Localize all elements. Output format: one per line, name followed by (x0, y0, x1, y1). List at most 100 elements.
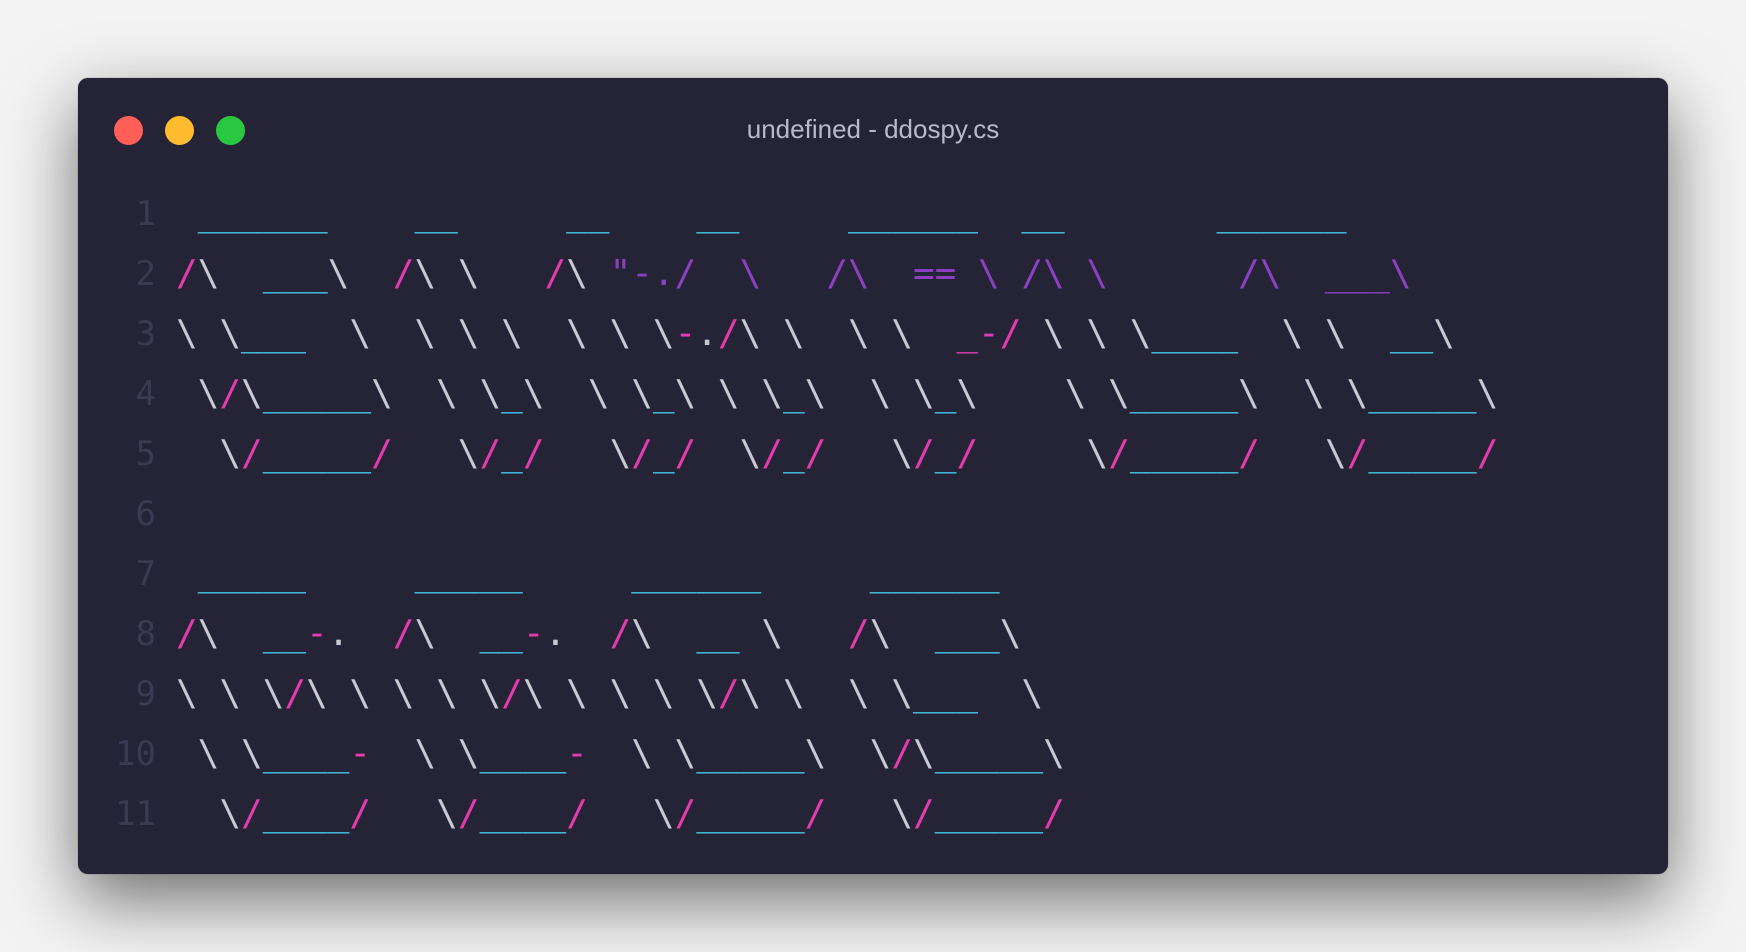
code-token: \ (1259, 433, 1347, 474)
code-token: \ (327, 253, 393, 294)
code-token: \ (414, 613, 480, 654)
code-token: / (349, 793, 372, 834)
close-button[interactable] (114, 116, 143, 145)
code-token: ____ (262, 793, 350, 834)
code-token: _ (782, 373, 805, 414)
code-token: \ \ \ \ \ (306, 673, 502, 714)
line-number: 8 (135, 614, 156, 654)
code-line[interactable]: 5 \/_____/ \/_/ \/_/ \/_/ \/_/ \/_____/ … (78, 424, 1668, 484)
code-token: ____ (479, 793, 567, 834)
code-token (458, 193, 566, 234)
code-token: \ (1433, 313, 1455, 354)
code-token: \ (1043, 733, 1065, 774)
code-token: _____ (1368, 373, 1477, 414)
code-area[interactable]: 1 ______ __ __ __ ______ __ ______2/\ __… (78, 184, 1668, 844)
code-line[interactable]: 10 \ \____- \ \____- \ \_____\ \/\_____\ (78, 724, 1668, 784)
line-number: 11 (115, 794, 156, 834)
code-token: - (522, 613, 545, 654)
maximize-button[interactable] (216, 116, 245, 145)
code-token: __ (1389, 313, 1434, 354)
code-token: ______ (1216, 193, 1347, 234)
code-token: - (674, 313, 697, 354)
code-token: \ (197, 613, 263, 654)
code-token: / (913, 433, 935, 474)
code-token (978, 193, 1021, 234)
code-token: \ (371, 793, 458, 834)
code-token: / (284, 673, 307, 714)
code-token: _ (652, 373, 675, 414)
line-number: 3 (135, 314, 156, 354)
minimize-button[interactable] (165, 116, 194, 145)
code-token: \ \ \ (956, 373, 1130, 414)
code-token: \ (739, 613, 849, 654)
code-token: \ (978, 433, 1109, 474)
code-token: __ (414, 193, 458, 234)
code-line[interactable]: 6 (78, 484, 1668, 544)
code-token: _____ (414, 553, 523, 594)
line-text: /\ ___\ /\ \ /\ "-./ \ /\ == \ /\ \ /\ _… (156, 244, 1412, 304)
code-line[interactable]: 3\ \___ \ \ \ \ \ \ \-./\ \ \ \ _-/ \ \ … (78, 304, 1668, 364)
code-token: \ \ (176, 313, 242, 354)
code-token (761, 553, 869, 594)
code-token: ______ (869, 553, 1000, 594)
code-token: / (566, 793, 588, 834)
code-line[interactable]: 11 \/____/ \/____/ \/_____/ \/_____/ (78, 784, 1668, 844)
code-token: /\ == \ /\ \ (826, 253, 1109, 294)
code-token: ____ (262, 733, 350, 774)
code-token: \ \ \ (1238, 373, 1369, 414)
code-line[interactable]: 4 \/\_____\ \ \_\ \ \_\ \ \_\ \ \_\ \ \_… (78, 364, 1668, 424)
code-token: __ (566, 193, 610, 234)
code-token: - (566, 733, 588, 774)
code-token: ______ (847, 193, 979, 234)
code-token: - (306, 613, 328, 654)
line-text (156, 484, 176, 544)
code-line[interactable]: 9\ \ \/\ \ \ \ \/\ \ \ \ \/\ \ \ \___ \ (78, 664, 1668, 724)
code-token: _____ (1368, 433, 1477, 474)
line-text: \ \____- \ \____- \ \_____\ \/\_____\ (156, 724, 1065, 784)
code-token: __ (696, 193, 740, 234)
title-bar: undefined - ddospy.cs (78, 78, 1668, 178)
line-number: 4 (135, 374, 156, 414)
code-line[interactable]: 1 ______ __ __ __ ______ __ ______ (78, 184, 1668, 244)
code-token: / (219, 373, 242, 414)
code-token: \ \ \ \ (739, 673, 913, 714)
code-token: / (241, 433, 263, 474)
code-token: / (371, 433, 393, 474)
code-token: / (392, 613, 415, 654)
code-token: _____ (934, 793, 1044, 834)
code-token: _____ (262, 373, 372, 414)
code-token (306, 553, 414, 594)
line-text: /\ __-. /\ __-. /\ __ \ /\ ___\ (156, 604, 1021, 664)
code-token: / (891, 733, 913, 774)
line-number: 1 (135, 194, 156, 234)
code-token: _-/ (956, 313, 1022, 354)
code-line[interactable]: 8/\ __-. /\ __-. /\ __ \ /\ ___\ (78, 604, 1668, 664)
code-token: \ (1476, 373, 1499, 414)
code-line[interactable]: 2/\ ___\ /\ \ /\ "-./ \ /\ == \ /\ \ /\ … (78, 244, 1668, 304)
code-token: . (544, 613, 610, 654)
code-token: / (392, 253, 415, 294)
code-token: ____ (479, 733, 567, 774)
code-token: / (479, 433, 502, 474)
code-token: \ (197, 253, 263, 294)
code-token: / (1238, 433, 1260, 474)
code-token: "-./ \ (609, 253, 762, 294)
line-number: 2 (135, 254, 156, 294)
code-token: / (176, 613, 198, 654)
code-token: ____ (1151, 313, 1239, 354)
code-token: ___ (262, 253, 328, 294)
code-line[interactable]: 7 _____ _____ ______ ______ (78, 544, 1668, 604)
line-text: \/_____/ \/_/ \/_/ \/_/ \/_/ \/_____/ \/… (156, 424, 1498, 484)
code-token: \ (696, 433, 762, 474)
code-token: /\ (1238, 253, 1325, 294)
code-token: / (544, 253, 567, 294)
code-token: ___ (912, 673, 979, 714)
code-token: / (522, 433, 545, 474)
code-token: ______ (631, 553, 762, 594)
code-token: \ \ (371, 733, 480, 774)
code-token: / (804, 433, 827, 474)
code-token: / (501, 673, 523, 714)
code-token (176, 553, 198, 594)
code-token: / (674, 793, 697, 834)
line-number: 7 (135, 554, 156, 594)
